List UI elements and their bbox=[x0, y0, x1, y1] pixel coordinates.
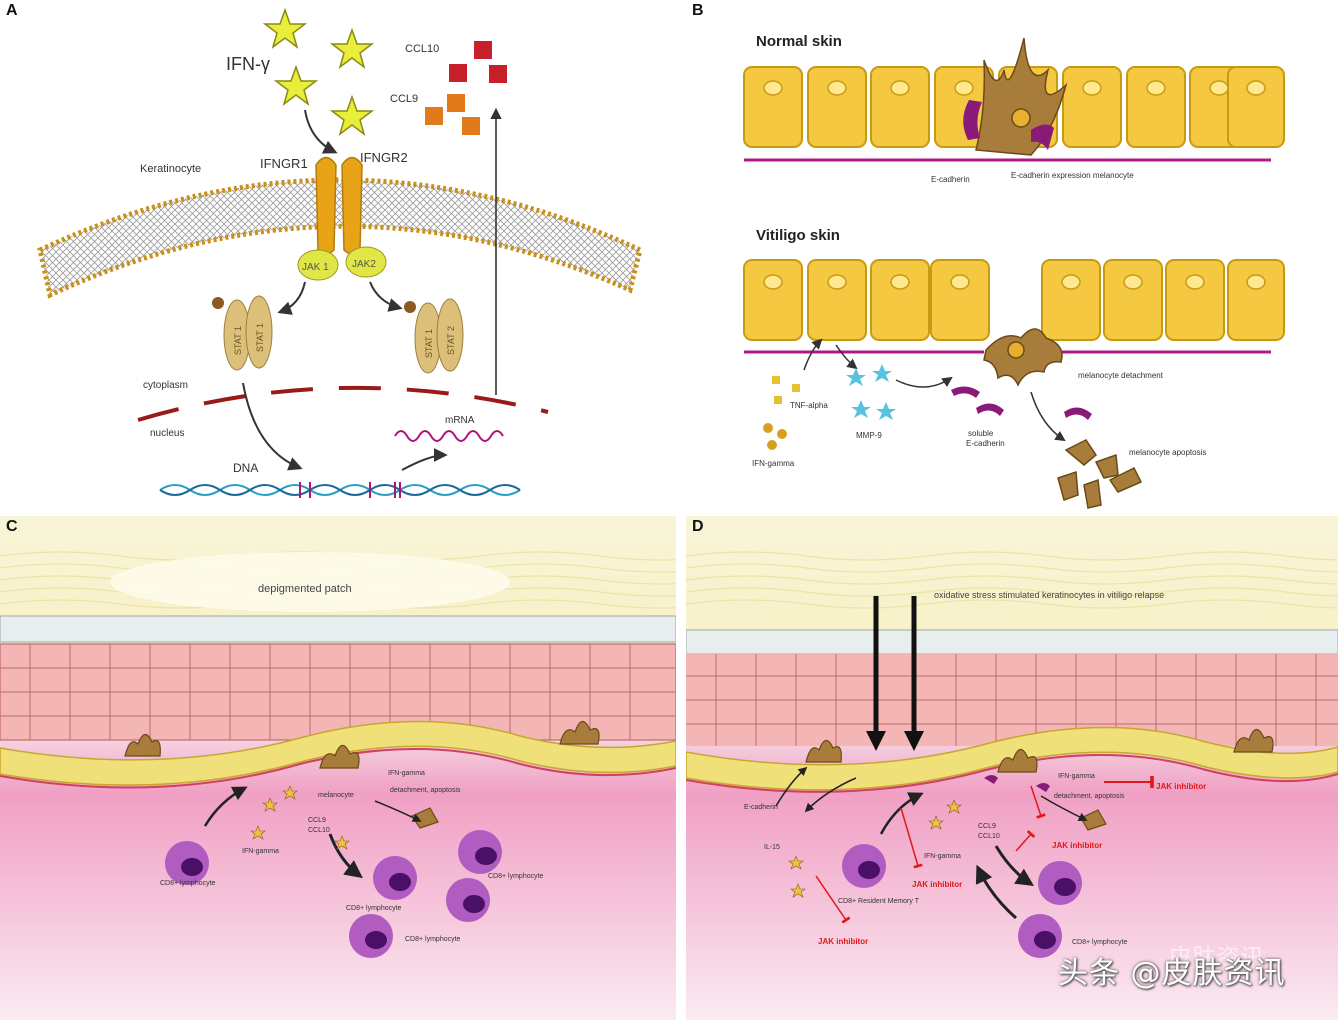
vitiligo-keratinocyte-row bbox=[743, 259, 1285, 341]
soluble-ecad-label: E-cadherin bbox=[966, 439, 1005, 448]
star-icon bbox=[329, 27, 375, 69]
ccl10-label: CCL10 bbox=[405, 43, 439, 55]
keratinocyte-label: Keratinocyte bbox=[140, 163, 201, 175]
star-icon bbox=[273, 64, 319, 106]
ifngr-receptors bbox=[315, 156, 363, 255]
dna-helix bbox=[159, 482, 521, 498]
panel-a-letter: A bbox=[6, 2, 18, 19]
star-icon bbox=[329, 94, 375, 136]
nucleus-envelope bbox=[137, 385, 549, 422]
ecadherin-exposure-label: E-cadherin expression melanocyte bbox=[1011, 171, 1134, 180]
ifn-gamma-label: IFN-γ bbox=[226, 54, 270, 74]
jak-inhibitor-2: JAK inhibitor bbox=[1052, 841, 1102, 850]
panel-d-diagram: oxidative stress stimulated keratinocyte… bbox=[686, 516, 1338, 1020]
jak-inhibitor-1: JAK inhibitor bbox=[1156, 782, 1206, 791]
ccl9-label-d: CCL9 bbox=[978, 823, 996, 830]
detachment-label: melanocyte detachment bbox=[1078, 371, 1164, 380]
detach-apop-label: detachment, apoptosis bbox=[390, 787, 461, 794]
depigmented-label: depigmented patch bbox=[258, 583, 352, 595]
ifn-gamma-label-b: IFN-gamma bbox=[752, 459, 795, 468]
ifn-gamma-top-label-d: IFN-gamma bbox=[1058, 773, 1095, 780]
il15-label: IL-15 bbox=[764, 844, 780, 851]
cell-membrane bbox=[37, 177, 643, 299]
cd8-label-1: CD8+ lymphocyte bbox=[160, 880, 216, 887]
panel-b: Normal skin E-cadherin E-cadheri bbox=[686, 0, 1338, 510]
ecadherin-label-d: E-cadherin bbox=[744, 804, 778, 811]
panel-d: oxidative stress stimulated keratinocyte… bbox=[686, 516, 1338, 1020]
panel-b-diagram: Normal skin E-cadherin E-cadheri bbox=[743, 33, 1285, 509]
oxidative-label: oxidative stress stimulated keratinocyte… bbox=[934, 590, 1164, 600]
mrna-label: mRNA bbox=[445, 415, 475, 426]
melanocyte-apoptotic bbox=[1057, 439, 1143, 509]
ifngr2-label: IFNGR2 bbox=[360, 150, 408, 165]
jak-inhibitor-3: JAK inhibitor bbox=[912, 880, 962, 889]
ifn-gamma-label-d: IFN-gamma bbox=[924, 853, 961, 860]
stat1-label-right: STAT 1 bbox=[424, 329, 434, 358]
cd8-label-3: CD8+ lymphocyte bbox=[346, 905, 402, 912]
ifn-gamma-top-label: IFN-gamma bbox=[388, 770, 425, 777]
ccl9-label-c: CCL9 bbox=[308, 817, 326, 824]
detach-apop-label-d: detachment, apoptosis bbox=[1054, 793, 1125, 800]
ccl10-label-c: CCL10 bbox=[308, 827, 330, 834]
watermark-faint: 皮肤资讯 bbox=[1168, 944, 1264, 972]
cd8-lymphocytes bbox=[165, 830, 502, 958]
jak-inhibitor-4: JAK inhibitor bbox=[818, 937, 868, 946]
cd8-label-d: CD8+ lymphocyte bbox=[1072, 939, 1128, 946]
star-icon bbox=[262, 7, 308, 49]
dna-label: DNA bbox=[233, 461, 258, 475]
cd8-lymphocytes-d bbox=[842, 844, 1082, 958]
ifngr1-label: IFNGR1 bbox=[260, 156, 308, 171]
cytoplasm-label: cytoplasm bbox=[143, 380, 188, 391]
melanocyte-label: melanocyte bbox=[318, 792, 354, 799]
ecadherin-label: E-cadherin bbox=[931, 175, 970, 184]
mmp9-stars bbox=[846, 364, 896, 420]
trm-label: CD8+ Resident Memory T bbox=[838, 898, 920, 905]
panel-a: IFN-γ CCL10 CCL9 Keratinocyte IFNGR1 IFN… bbox=[0, 0, 670, 510]
ifn-gamma-label-c: IFN-gamma bbox=[242, 848, 279, 855]
stat-dimer-left bbox=[212, 295, 273, 371]
soluble-label: soluble bbox=[968, 429, 994, 438]
ifn-gamma-stars bbox=[262, 7, 375, 136]
panel-c-letter: C bbox=[6, 518, 18, 535]
melanocyte-detached bbox=[983, 328, 1063, 387]
mmp9-label: MMP-9 bbox=[856, 431, 882, 440]
stat1-label-left: STAT 1 bbox=[233, 326, 243, 355]
cd8-label-4: CD8+ lymphocyte bbox=[405, 936, 461, 943]
cd8-label-2: CD8+ lymphocyte bbox=[488, 873, 544, 880]
panel-c-diagram: depigmented patch melanocyte IFN-gamma d… bbox=[0, 516, 676, 1020]
ccl10-label-d: CCL10 bbox=[978, 833, 1000, 840]
panel-divider-horizontal bbox=[0, 510, 1338, 516]
jak2-label: JAK2 bbox=[352, 259, 376, 270]
nucleus-label: nucleus bbox=[150, 428, 184, 439]
normal-skin-label: Normal skin bbox=[756, 33, 842, 50]
vitiligo-skin-label: Vitiligo skin bbox=[756, 227, 840, 244]
apoptosis-label: melanocyte apoptosis bbox=[1129, 448, 1206, 457]
ccl9-label: CCL9 bbox=[390, 93, 418, 105]
watermark: 头条 @皮肤资讯 bbox=[1058, 956, 1286, 991]
panel-a-diagram: IFN-γ CCL10 CCL9 Keratinocyte IFNGR1 IFN… bbox=[37, 7, 643, 498]
stat-dimer-right bbox=[404, 298, 464, 374]
panel-c: depigmented patch melanocyte IFN-gamma d… bbox=[0, 516, 676, 1020]
tnf-alpha-label: TNF-alpha bbox=[790, 401, 828, 410]
stat2-label: STAT 2 bbox=[446, 326, 456, 355]
panel-b-letter: B bbox=[692, 2, 704, 19]
panel-d-letter: D bbox=[692, 518, 704, 535]
mrna-strand bbox=[394, 430, 504, 442]
stat1-label-left-b: STAT 1 bbox=[255, 323, 265, 352]
jak1-label: JAK 1 bbox=[302, 262, 329, 273]
